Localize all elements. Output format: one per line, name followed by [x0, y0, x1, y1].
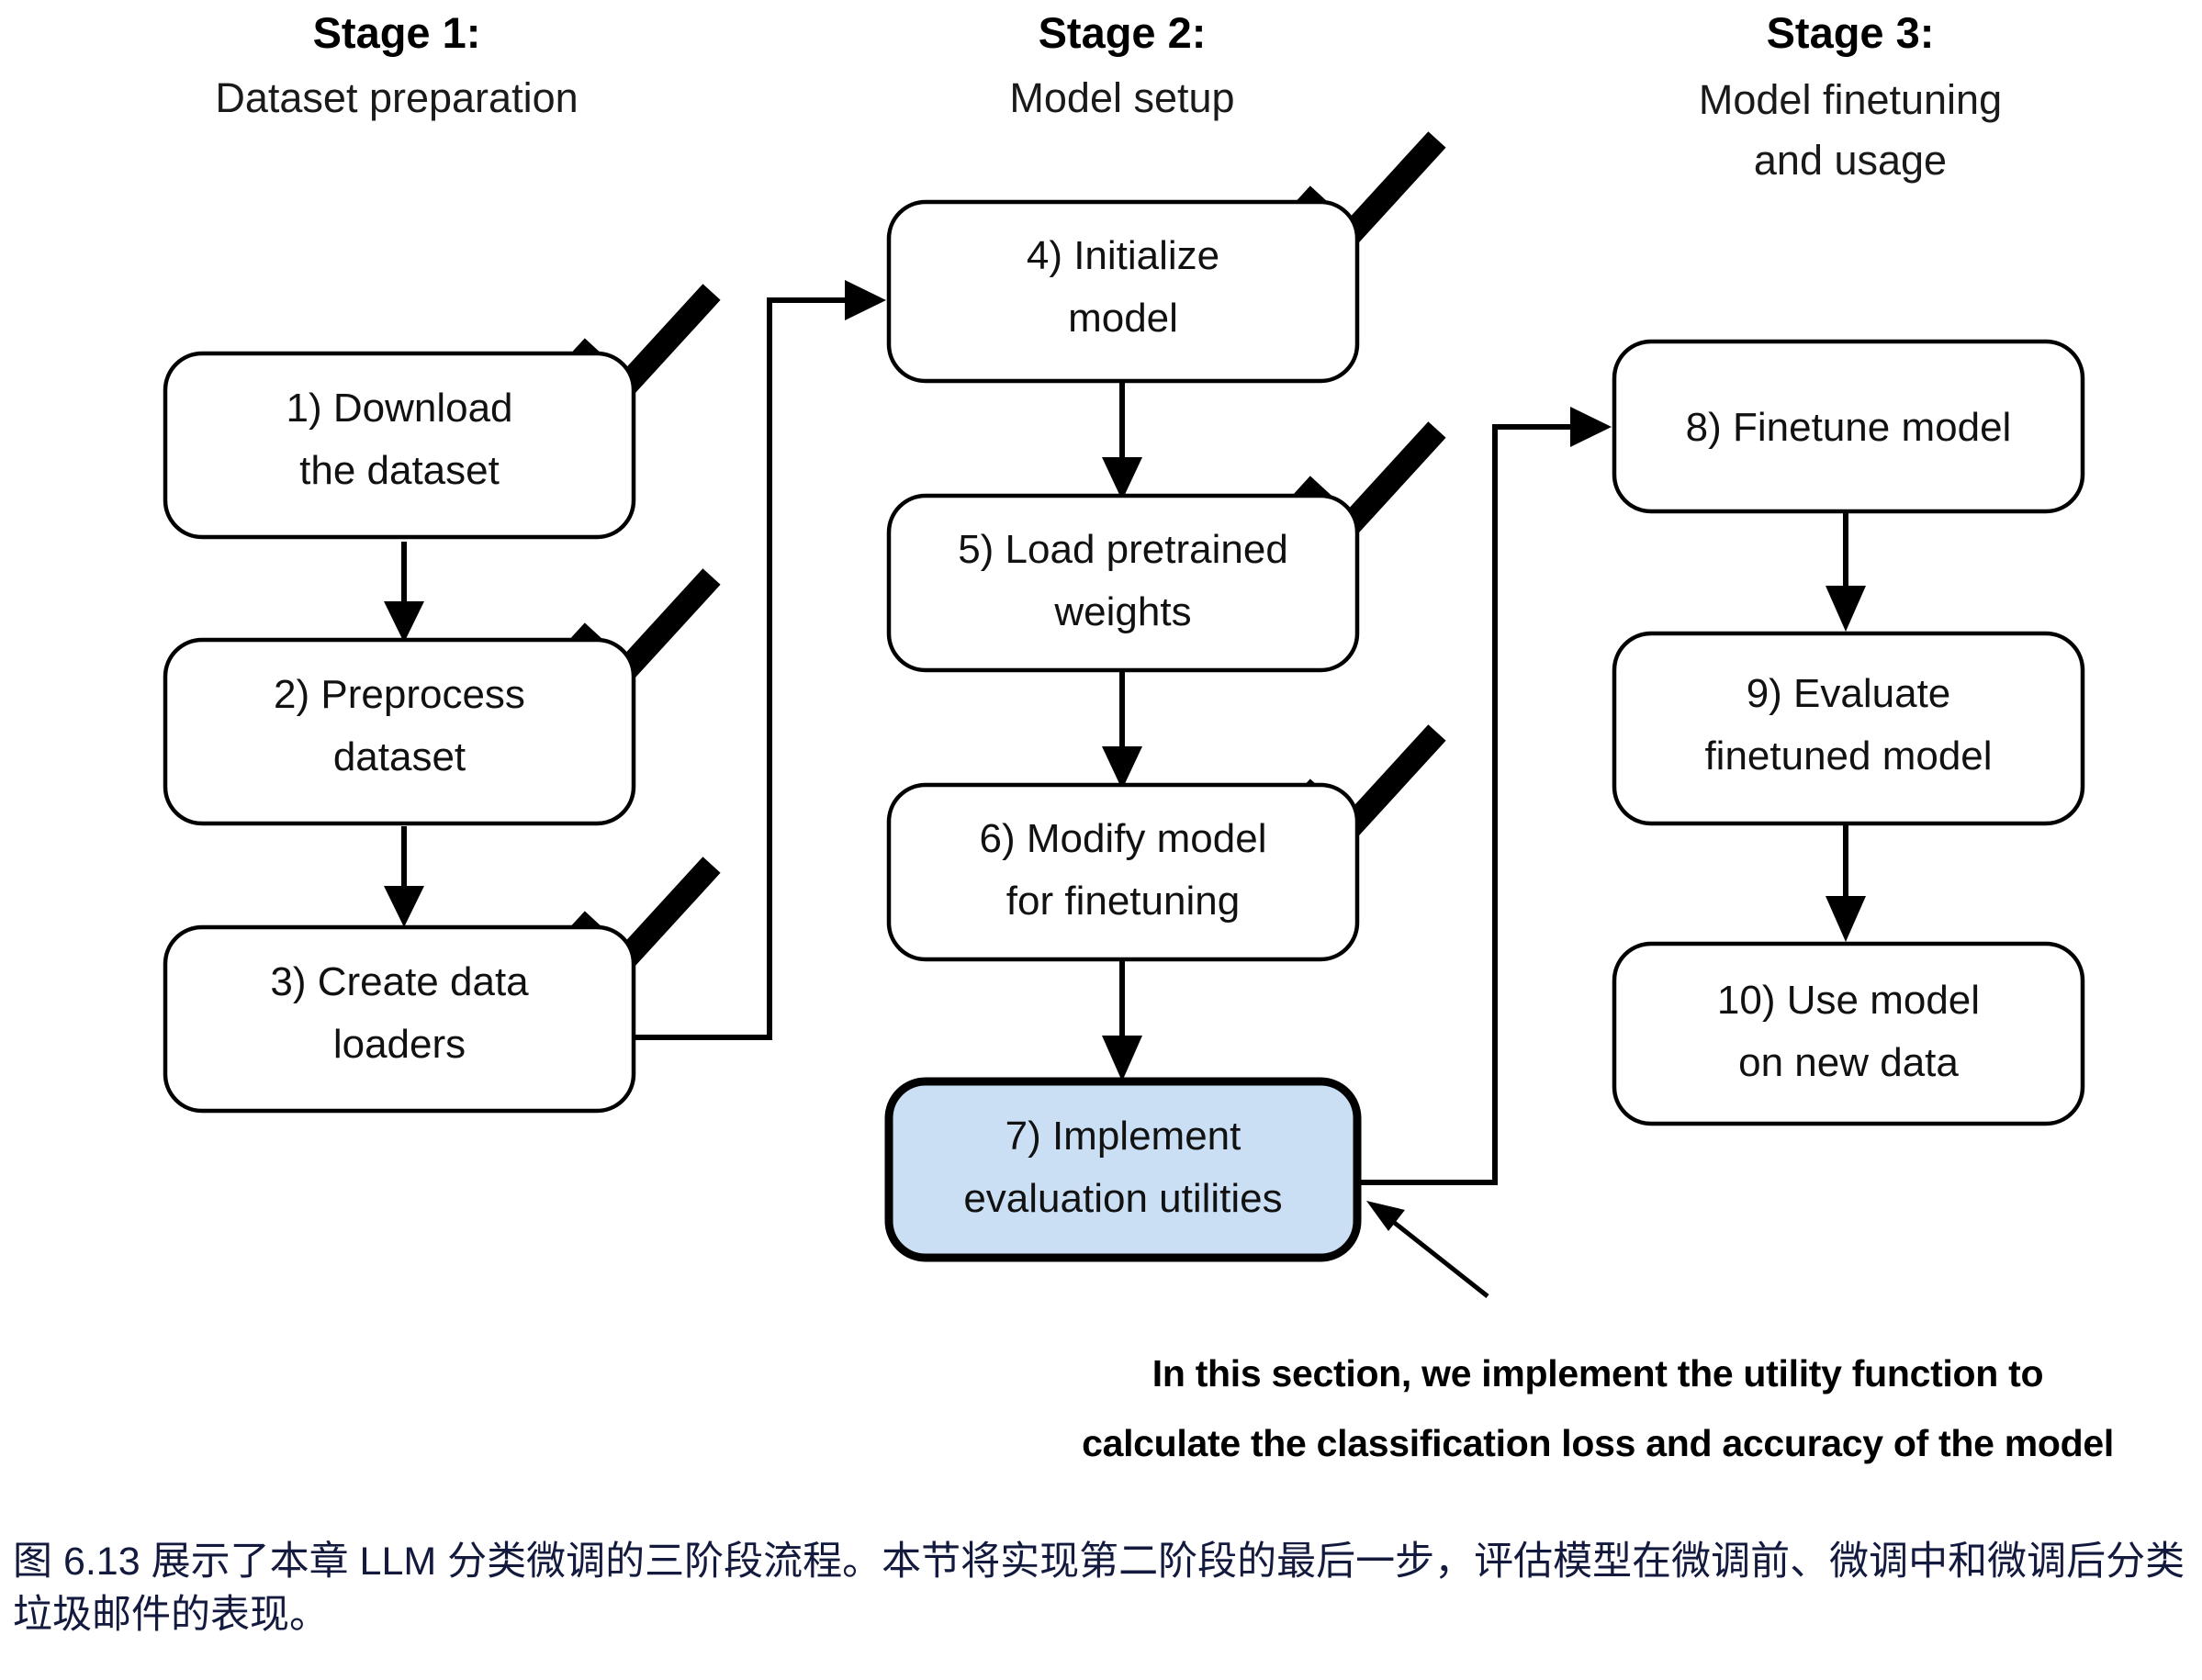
node-10-use-model-on-new-data[interactable]: 10) Use model on new data — [1612, 941, 2085, 1126]
node-7-label-line-1: 7) Implement — [1006, 1114, 1241, 1159]
node-3-label-line-2: loaders — [333, 1022, 466, 1067]
node-6-modify-model-for-finetuning[interactable]: 6) Modify model for finetuning — [886, 782, 1360, 962]
node-4-label-line-1: 4) Initialize — [1027, 233, 1219, 278]
connector-1-to-2 — [384, 542, 424, 643]
stage-1-title: Stage 1: — [313, 8, 481, 57]
connector-4-to-5 — [1102, 381, 1142, 500]
node-1-label-line-1: 1) Download — [286, 386, 512, 431]
figure-caption: 图 6.13 展示了本章 LLM 分类微调的三阶段流程。本节将实现第二阶段的最后… — [13, 1540, 2185, 1638]
node-5-label-line-1: 5) Load pretrained — [958, 527, 1288, 572]
node-1-download-dataset[interactable]: 1) Download the dataset — [163, 351, 636, 540]
callout-arrow — [1366, 1201, 1489, 1298]
node-9-evaluate-finetuned-model[interactable]: 9) Evaluate finetuned model — [1612, 631, 2085, 826]
node-9-label-line-2: finetuned model — [1704, 734, 1992, 778]
node-9-label-line-1: 9) Evaluate — [1747, 671, 1951, 716]
connector-5-to-6 — [1102, 670, 1142, 790]
callout-note: In this section, we implement the utilit… — [1082, 1352, 2114, 1464]
callout-line-2: calculate the classification loss and ac… — [1082, 1422, 2114, 1464]
node-2-label-line-1: 2) Preprocess — [274, 672, 525, 717]
node-3-label-line-1: 3) Create data — [270, 959, 529, 1004]
node-5-label-line-2: weights — [1053, 589, 1191, 634]
connector-6-to-7 — [1102, 955, 1142, 1081]
node-2-label-line-2: dataset — [333, 734, 466, 779]
stage-heading-3: Stage 3: Model finetuning and usage — [1699, 8, 2002, 184]
node-4-label-line-2: model — [1068, 296, 1178, 341]
stage-heading-1: Stage 1: Dataset preparation — [215, 8, 578, 121]
stage-heading-2: Stage 2: Model setup — [1009, 8, 1234, 121]
node-3-create-data-loaders[interactable]: 3) Create data loaders — [163, 924, 636, 1114]
connector-7-to-8 — [1359, 407, 1612, 1185]
connector-3-to-4 — [634, 280, 886, 1040]
node-6-label-line-2: for finetuning — [1006, 879, 1240, 924]
connector-9-to-10 — [1826, 823, 1866, 942]
node-4-initialize-model[interactable]: 4) Initialize model — [886, 199, 1360, 384]
node-7-label-line-2: evaluation utilities — [963, 1176, 1282, 1221]
node-10-label-line-1: 10) Use model — [1717, 978, 1980, 1023]
node-6-label-line-1: 6) Modify model — [979, 816, 1266, 861]
node-10-label-line-2: on new data — [1738, 1040, 1959, 1085]
stage-3-subtitle-line-1: Model finetuning — [1699, 76, 2002, 123]
node-8-label-line-1: 8) Finetune model — [1686, 405, 2012, 450]
node-7-implement-evaluation-utilities[interactable]: 7) Implement evaluation utilities — [884, 1077, 1362, 1262]
node-1-label-line-2: the dataset — [299, 448, 500, 493]
node-5-load-pretrained-weights[interactable]: 5) Load pretrained weights — [886, 493, 1360, 673]
stage-2-subtitle-line-1: Model setup — [1009, 74, 1234, 121]
stage-3-title: Stage 3: — [1767, 8, 1935, 57]
flowchart-svg: Stage 1: Dataset preparation Stage 2: Mo… — [163, 8, 2114, 1464]
stage-2-title: Stage 2: — [1039, 8, 1207, 57]
connector-2-to-3 — [384, 826, 424, 927]
stage-1-subtitle-line-1: Dataset preparation — [215, 74, 578, 121]
stage-3-subtitle-line-2: and usage — [1754, 137, 1947, 184]
callout-line-1: In this section, we implement the utilit… — [1152, 1352, 2043, 1394]
connector-8-to-9 — [1826, 511, 1866, 632]
node-8-finetune-model[interactable]: 8) Finetune model — [1612, 339, 2085, 514]
node-2-preprocess-dataset[interactable]: 2) Preprocess dataset — [163, 637, 636, 826]
